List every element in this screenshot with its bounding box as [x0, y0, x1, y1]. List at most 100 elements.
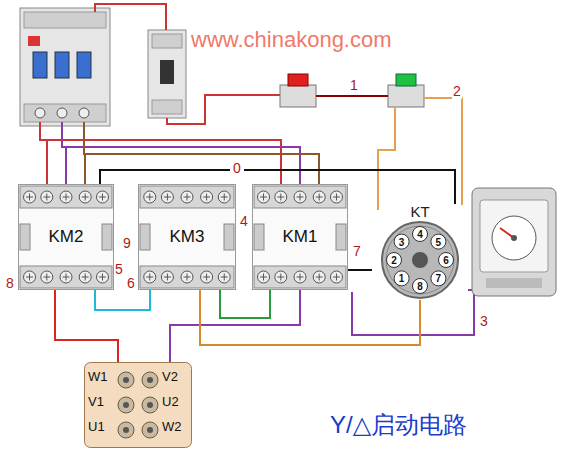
screw-slot [224, 274, 225, 281]
aux-contact [20, 224, 30, 250]
aux-contact [140, 224, 150, 250]
screw [161, 191, 173, 203]
contactor: KM1 [252, 184, 348, 290]
screw [275, 191, 287, 203]
screw [161, 271, 173, 283]
terminal [118, 372, 134, 388]
screw-slot [85, 274, 86, 281]
aux-contact [224, 224, 234, 250]
breaker-toggle [160, 60, 174, 84]
terminal-strip [254, 266, 346, 288]
timer-label: KT [410, 204, 429, 221]
terminal-screw [147, 402, 153, 408]
contactor-body [253, 185, 348, 290]
wire-number: 7 [352, 244, 362, 259]
screw [57, 108, 67, 118]
breaker-body [20, 8, 110, 126]
wire [84, 154, 86, 184]
pin [413, 227, 428, 242]
breaker-terminals [24, 12, 106, 28]
wire [220, 290, 270, 318]
timer-body [472, 188, 556, 296]
wire-number: 6 [126, 276, 136, 291]
socket-key [412, 252, 428, 268]
contactor: KM3 [138, 184, 236, 290]
screw [144, 271, 156, 283]
breaker-toggle [77, 52, 91, 78]
stop-button-cap [288, 74, 308, 86]
socket-ring [386, 226, 454, 294]
pin [394, 271, 409, 286]
terminal [142, 397, 158, 413]
screw-slot [319, 274, 320, 281]
breaker-terminals [24, 104, 106, 122]
terminal-screw [147, 377, 153, 383]
terminal [142, 422, 158, 438]
pin [394, 234, 409, 249]
wire-number: 5 [114, 262, 124, 277]
breaker-body [148, 30, 186, 118]
terminal-strip [20, 266, 112, 288]
terminal-strip [140, 186, 234, 208]
aux-contact [102, 224, 112, 250]
watermark: www.chinakong.com [190, 28, 393, 52]
pin [387, 253, 402, 268]
breaker-toggle [33, 52, 47, 78]
screw [41, 191, 53, 203]
screw [313, 191, 325, 203]
breaker-toggle [55, 52, 69, 78]
screw-slot [187, 194, 188, 201]
wire [65, 147, 67, 184]
pin [413, 279, 428, 294]
start-button-body [388, 85, 424, 107]
terminal-screw [123, 427, 129, 433]
contactor-label: KM1 [280, 228, 321, 247]
contactor-body [19, 185, 114, 290]
screw-slot [187, 274, 188, 281]
screw-slot [46, 194, 47, 201]
terminal-box [85, 363, 192, 448]
screw-slot [263, 274, 264, 281]
screw [60, 191, 72, 203]
wire-number: 0 [230, 161, 244, 176]
screw [294, 191, 306, 203]
screw [201, 271, 213, 283]
screw-slot [102, 194, 103, 201]
screw [201, 191, 213, 203]
contactor: KM2 [18, 184, 114, 290]
screw-slot [263, 194, 264, 201]
terminal [142, 372, 158, 388]
pin-number: 8 [417, 281, 423, 292]
socket-body [382, 222, 458, 298]
terminal-screw [147, 427, 153, 433]
pin-number: 1 [399, 273, 405, 284]
screw-slot [280, 194, 281, 201]
pin [439, 253, 454, 268]
screw-slot [29, 274, 30, 281]
terminal-label: V2 [162, 370, 178, 384]
pin-number: 3 [399, 236, 405, 247]
screw [96, 271, 108, 283]
breaker-terminals [152, 100, 182, 114]
screw-slot [206, 194, 207, 201]
screw [181, 271, 193, 283]
wire [170, 290, 300, 362]
contactor-label: KM2 [46, 228, 87, 247]
breaker-logo [28, 36, 40, 46]
terminal-strip [20, 186, 112, 208]
screw-slot [206, 274, 207, 281]
screw [294, 271, 306, 283]
screw [35, 108, 45, 118]
screw [275, 271, 287, 283]
wire [46, 140, 48, 184]
stop-button-body [280, 85, 316, 107]
screw [24, 271, 36, 283]
screw-slot [29, 194, 30, 201]
screw-slot [66, 274, 67, 281]
pin-number: 6 [443, 255, 449, 266]
start-button-cap [396, 74, 416, 86]
screw [144, 191, 156, 203]
terminal-screw [123, 377, 129, 383]
screw-slot [167, 194, 168, 201]
